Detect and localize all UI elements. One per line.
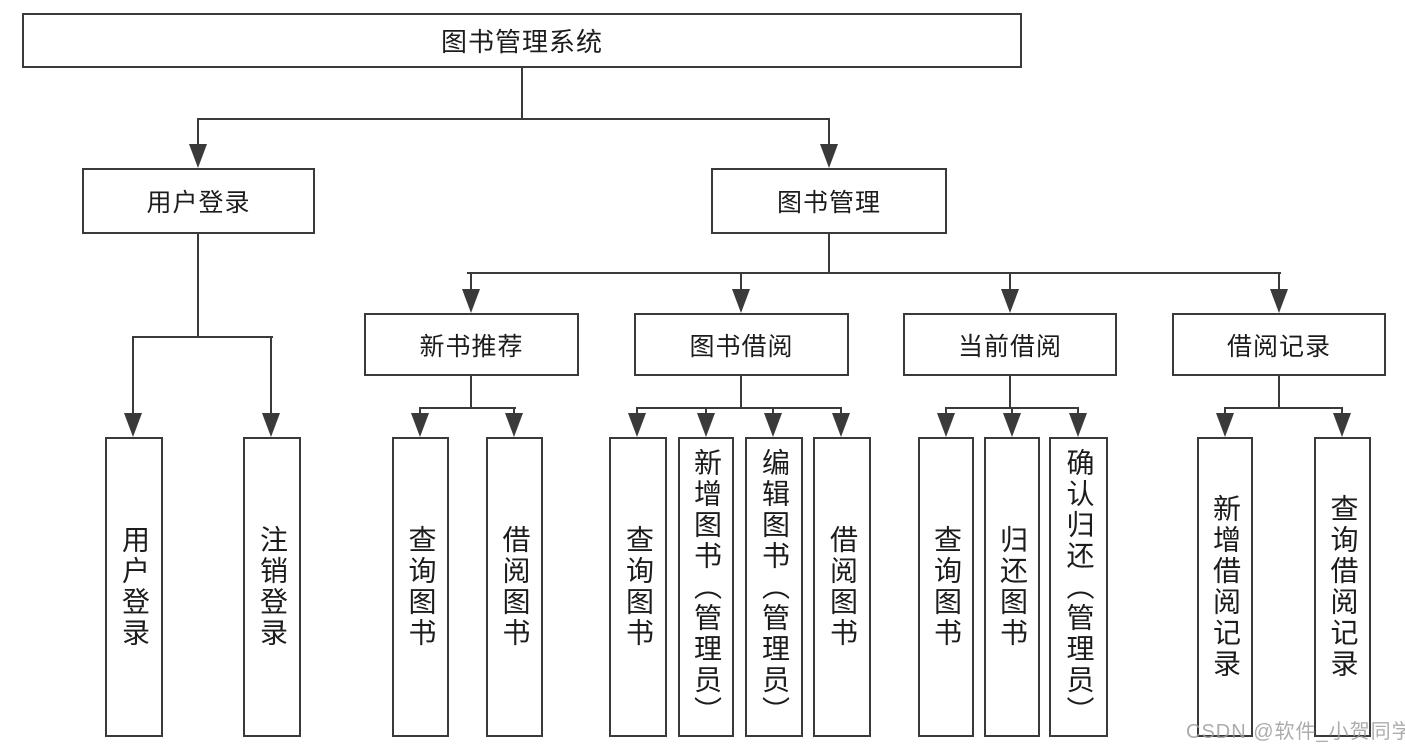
csdn-watermark: CSDN @软件_小贺同学 (1186, 721, 1405, 743)
arrowhead-to-cb-query (937, 413, 955, 437)
arrowhead-to-leaf-logout (262, 413, 280, 437)
arrowhead-to-cb-return (1003, 413, 1021, 437)
leaf-bb-query-books-label: 查询图书 (623, 525, 654, 649)
leaf-user-login-label: 用户登录 (119, 525, 150, 649)
connector-book-borrow-stub (740, 376, 742, 409)
leaf-cb-return-books-label: 归还图书 (997, 525, 1028, 649)
leaf-nbr-borrow-books-label: 借阅图书 (499, 525, 531, 649)
leaf-logout: 注销登录 (243, 437, 301, 737)
leaf-cb-confirm-return-admin-label: 确认归还（管理员） (1063, 447, 1095, 727)
arrowhead-to-borrow-records (1270, 289, 1288, 313)
connector-user-login-stub (197, 234, 199, 338)
leaf-br-query-record: 查询借阅记录 (1314, 437, 1371, 737)
connector-level2-hline (467, 272, 1281, 274)
node-borrow-records-label: 借阅记录 (1226, 332, 1331, 361)
leaf-nbr-query-books-label: 查询图书 (405, 525, 437, 649)
connector-borrow-records-hline (1225, 407, 1342, 409)
arrowhead-to-bb-edit (764, 413, 782, 437)
connector-to-bb-add-line (705, 407, 707, 417)
arrowhead-to-book-mgmt (820, 144, 838, 168)
arrowhead-to-nbr-query (411, 413, 429, 437)
node-current-borrow-label: 当前借阅 (957, 332, 1062, 361)
node-root: 图书管理系统 (22, 13, 1022, 68)
arrowhead-to-new-book (462, 289, 480, 313)
connector-to-leaf-user-login-line (132, 336, 134, 416)
node-user-login-branch: 用户登录 (82, 168, 315, 234)
node-root-label: 图书管理系统 (440, 27, 603, 57)
connector-to-nbr-query-line (419, 407, 421, 417)
connector-to-user-login-line (197, 118, 199, 146)
node-new-book-recommend-label: 新书推荐 (419, 332, 524, 361)
connector-to-bb-query-line (636, 407, 638, 417)
leaf-cb-confirm-return-admin: 确认归还（管理员） (1049, 437, 1108, 737)
leaf-bb-query-books: 查询图书 (609, 437, 667, 737)
connector-to-bb-borrow-line (840, 407, 842, 417)
arrowhead-to-br-add (1216, 413, 1234, 437)
leaf-br-add-record-label: 新增借阅记录 (1210, 494, 1241, 680)
connector-user-login-hline (133, 336, 273, 338)
connector-to-current-borrow-line (1009, 272, 1011, 292)
leaf-cb-query-books: 查询图书 (918, 437, 974, 737)
connector-new-book-stub (470, 376, 472, 409)
node-current-borrow: 当前借阅 (903, 313, 1117, 376)
leaf-logout-label: 注销登录 (257, 525, 288, 649)
connector-to-leaf-logout-line (270, 336, 272, 416)
leaf-bb-borrow-books: 借阅图书 (813, 437, 871, 737)
node-borrow-records: 借阅记录 (1172, 313, 1386, 376)
connector-to-bb-edit-line (772, 407, 774, 417)
arrowhead-to-current-borrow (1001, 289, 1019, 313)
connector-new-book-hline (420, 407, 516, 409)
node-book-borrow-label: 图书借阅 (689, 332, 794, 361)
leaf-bb-add-books-admin-label: 新增图书（管理员） (691, 447, 722, 727)
leaf-br-add-record: 新增借阅记录 (1197, 437, 1253, 737)
leaf-br-query-record-label: 查询借阅记录 (1327, 494, 1359, 680)
node-book-management-label: 图书管理 (776, 189, 881, 217)
arrowhead-to-book-borrow (732, 289, 750, 313)
connector-borrow-records-stub (1278, 376, 1280, 409)
arrowhead-to-leaf-user-login (124, 413, 142, 437)
node-new-book-recommend: 新书推荐 (364, 313, 579, 376)
leaf-cb-query-books-label: 查询图书 (931, 525, 962, 649)
connector-to-br-add-line (1224, 407, 1226, 417)
leaf-nbr-borrow-books: 借阅图书 (486, 437, 543, 737)
connector-to-cb-return-line (1011, 407, 1013, 417)
arrowhead-to-bb-query (628, 413, 646, 437)
connector-to-book-mgmt-line (828, 118, 830, 146)
connector-to-borrow-records-line (1278, 272, 1280, 292)
arrowhead-to-user-login (189, 144, 207, 168)
arrowhead-to-br-query (1333, 413, 1351, 437)
arrowhead-to-cb-confirm (1069, 413, 1087, 437)
node-book-borrow: 图书借阅 (634, 313, 849, 376)
connector-book-borrow-hline (637, 407, 842, 409)
connector-root-stub (521, 67, 523, 119)
arrowhead-to-nbr-borrow (505, 413, 523, 437)
leaf-bb-borrow-books-label: 借阅图书 (827, 525, 858, 649)
leaf-bb-edit-books-admin: 编辑图书（管理员） (745, 437, 803, 737)
connector-to-nbr-borrow-line (513, 407, 515, 417)
leaf-cb-return-books: 归还图书 (984, 437, 1040, 737)
connector-book-mgmt-stub (828, 234, 830, 274)
node-user-login-branch-label: 用户登录 (146, 189, 251, 217)
connector-to-new-book-line (470, 272, 472, 292)
connector-to-br-query-line (1341, 407, 1343, 417)
arrowhead-to-bb-add (697, 413, 715, 437)
leaf-user-login: 用户登录 (105, 437, 163, 737)
connector-to-book-borrow-line (740, 272, 742, 292)
leaf-nbr-query-books: 查询图书 (392, 437, 449, 737)
leaf-bb-edit-books-admin-label: 编辑图书（管理员） (759, 447, 790, 727)
connector-current-borrow-stub (1009, 376, 1011, 409)
connector-level1-hline (197, 118, 830, 120)
connector-to-cb-confirm-line (1077, 407, 1079, 417)
leaf-bb-add-books-admin: 新增图书（管理员） (678, 437, 734, 737)
node-book-management: 图书管理 (711, 168, 947, 234)
arrowhead-to-bb-borrow (832, 413, 850, 437)
connector-to-cb-query-line (945, 407, 947, 417)
